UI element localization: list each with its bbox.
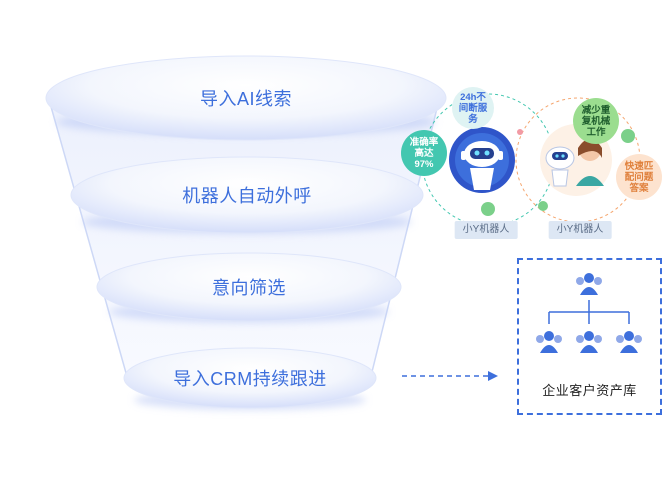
bubble-accuracy: 准确率高达97% [401,130,447,176]
robot-left-icon [449,127,515,193]
funnel-layer-4 [123,347,377,409]
bubble-24h-service: 24h不间断服务 [452,87,494,129]
funnel-layer-1-label: 导入AI线索 [199,89,293,109]
robot-left-tag: 小Y机器人 [454,221,518,239]
bubble-quick-match: 快速匹配问题答案 [616,154,662,200]
funnel-layer-1 [45,55,447,141]
funnel-edge-left [47,95,129,381]
flow-arrow-head [488,371,498,381]
funnel-layer-3 [96,252,402,322]
funnel-layer-2-label: 机器人自动外呼 [182,186,312,206]
funnel-layer-2 [70,156,424,234]
funnel-layer-4-label: 导入CRM持续跟进 [173,369,327,389]
bubble-reduce-work: 减少重复机械工作 [573,98,619,144]
robot-right-tag: 小Y机器人 [548,221,612,239]
funnel-layer-3-label: 意向筛选 [212,278,286,298]
customer-database-label: 企业客户资产库 [542,383,637,398]
org-chart-icon [536,273,642,353]
customer-database-box: 企业客户资产库 [517,258,662,415]
